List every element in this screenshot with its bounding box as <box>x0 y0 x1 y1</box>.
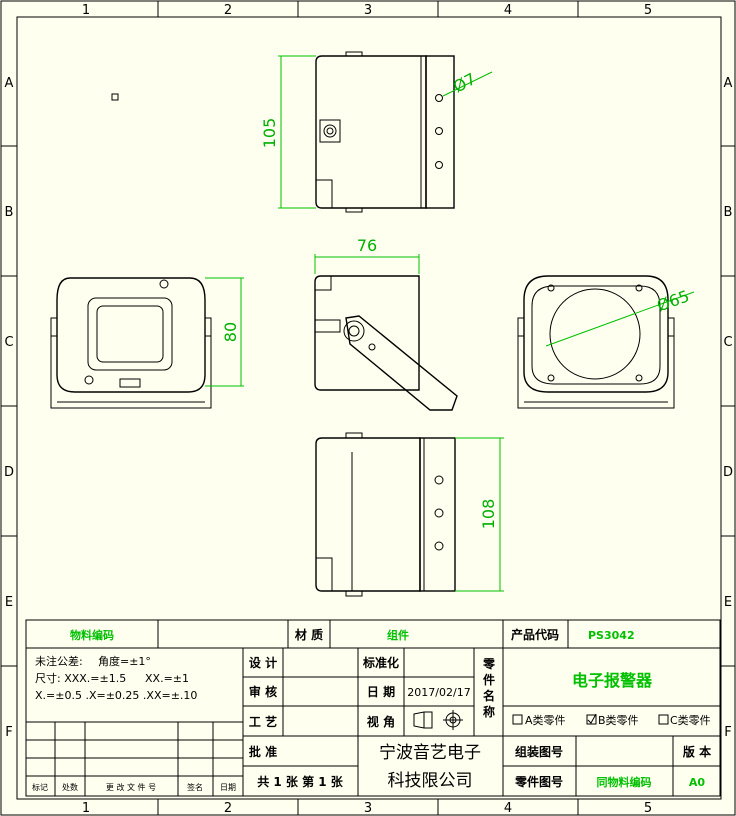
grid-row-f-right: F <box>724 725 731 740</box>
dim-horn-diameter: Ø65 <box>654 286 691 315</box>
grid-row-a-right: A <box>724 76 733 91</box>
part-name-value: 电子报警器 <box>572 671 653 690</box>
tolerance-line-2b: XX.=±1 <box>145 672 189 685</box>
date-value: 2017/02/17 <box>407 686 470 699</box>
rev-count-label: 处数 <box>62 782 78 792</box>
inner-border <box>16 16 722 800</box>
dim-height-front: 80 <box>221 322 240 342</box>
design-label: 设 计 <box>249 655 277 670</box>
material-label: 材 质 <box>294 627 323 642</box>
dim-length-bottom: 108 <box>479 499 498 530</box>
grid-col-3-bottom: 3 <box>364 801 372 816</box>
product-code-value: PS3042 <box>588 629 635 642</box>
rev-mark-label: 标记 <box>32 782 48 792</box>
part-name-label-text: 零件名称 <box>482 657 496 719</box>
grid-col-5-top: 5 <box>644 3 652 18</box>
dim-height-top: 105 <box>260 118 279 149</box>
standard-label: 标准化 <box>362 655 399 670</box>
grid-row-b-right: B <box>724 205 733 220</box>
grid-col-4-top: 4 <box>504 3 512 18</box>
date-label: 日 期 <box>367 684 395 699</box>
rev-doc-label: 更 改 文 件 号 <box>106 782 156 792</box>
rev-date-label: 日期 <box>220 783 236 792</box>
dim-width-side: 76 <box>357 236 377 255</box>
grid-row-c-left: C <box>4 335 13 350</box>
part-no-label: 零件图号 <box>514 774 563 789</box>
title-block-lines <box>25 619 721 797</box>
grid-row-f-left: F <box>5 725 12 740</box>
class-b-label: B类零件 <box>598 713 639 727</box>
grid-col-1-top: 1 <box>82 3 90 18</box>
sheet-count: 共 1 张 第 1 张 <box>257 774 344 789</box>
bottom-view <box>315 432 504 597</box>
company-line-2: 科技限公司 <box>388 771 473 791</box>
side-view <box>314 254 458 411</box>
grid-col-5-bottom: 5 <box>644 801 652 816</box>
grid-row-d-right: D <box>723 465 733 480</box>
material-value: 组件 <box>387 628 409 642</box>
class-a-label: A类零件 <box>525 713 566 727</box>
grid-col-4-bottom: 4 <box>504 801 512 816</box>
material-code-label: 物料编码 <box>70 628 114 642</box>
grid-row-e-right: E <box>724 595 732 610</box>
grid-row-b-left: B <box>5 205 14 220</box>
tolerance-title: 未注公差: <box>35 654 83 668</box>
approve-label: 批 准 <box>249 744 277 759</box>
tolerance-angle: 角度=±1° <box>98 654 151 668</box>
grid-col-3-top: 3 <box>364 3 372 18</box>
grid-row-d-left: D <box>4 465 14 480</box>
grid-col-2-bottom: 2 <box>224 801 232 816</box>
process-label: 工 艺 <box>249 714 277 729</box>
company-line-1: 宁波音艺电子 <box>379 743 481 763</box>
top-view <box>278 51 493 213</box>
class-c-label: C类零件 <box>670 713 711 727</box>
back-view <box>517 275 695 409</box>
view-label: 视 角 <box>367 714 395 729</box>
grid-row-a-left: A <box>5 76 14 91</box>
grid-col-1-bottom: 1 <box>82 801 90 816</box>
grid-row-c-right: C <box>723 335 732 350</box>
tolerance-line-3: X.=±0.5 .X=±0.25 .XX=±.10 <box>35 689 197 702</box>
review-label: 审 核 <box>249 684 277 699</box>
version-value: A0 <box>689 776 706 789</box>
part-name-label: 零件名称 <box>482 657 496 719</box>
product-code-label: 产品代码 <box>511 627 559 642</box>
version-label: 版 本 <box>683 744 711 759</box>
tolerance-line-2a: 尺寸: XXX.=±1.5 <box>35 671 126 685</box>
grid-row-e-left: E <box>5 595 13 610</box>
front-view <box>50 277 244 409</box>
rev-sign-label: 签名 <box>187 782 203 792</box>
origin-marker <box>111 93 119 101</box>
assembly-no-label: 组装图号 <box>515 744 563 759</box>
grid-col-2-top: 2 <box>224 3 232 18</box>
part-no-value: 同物料编码 <box>597 775 652 789</box>
